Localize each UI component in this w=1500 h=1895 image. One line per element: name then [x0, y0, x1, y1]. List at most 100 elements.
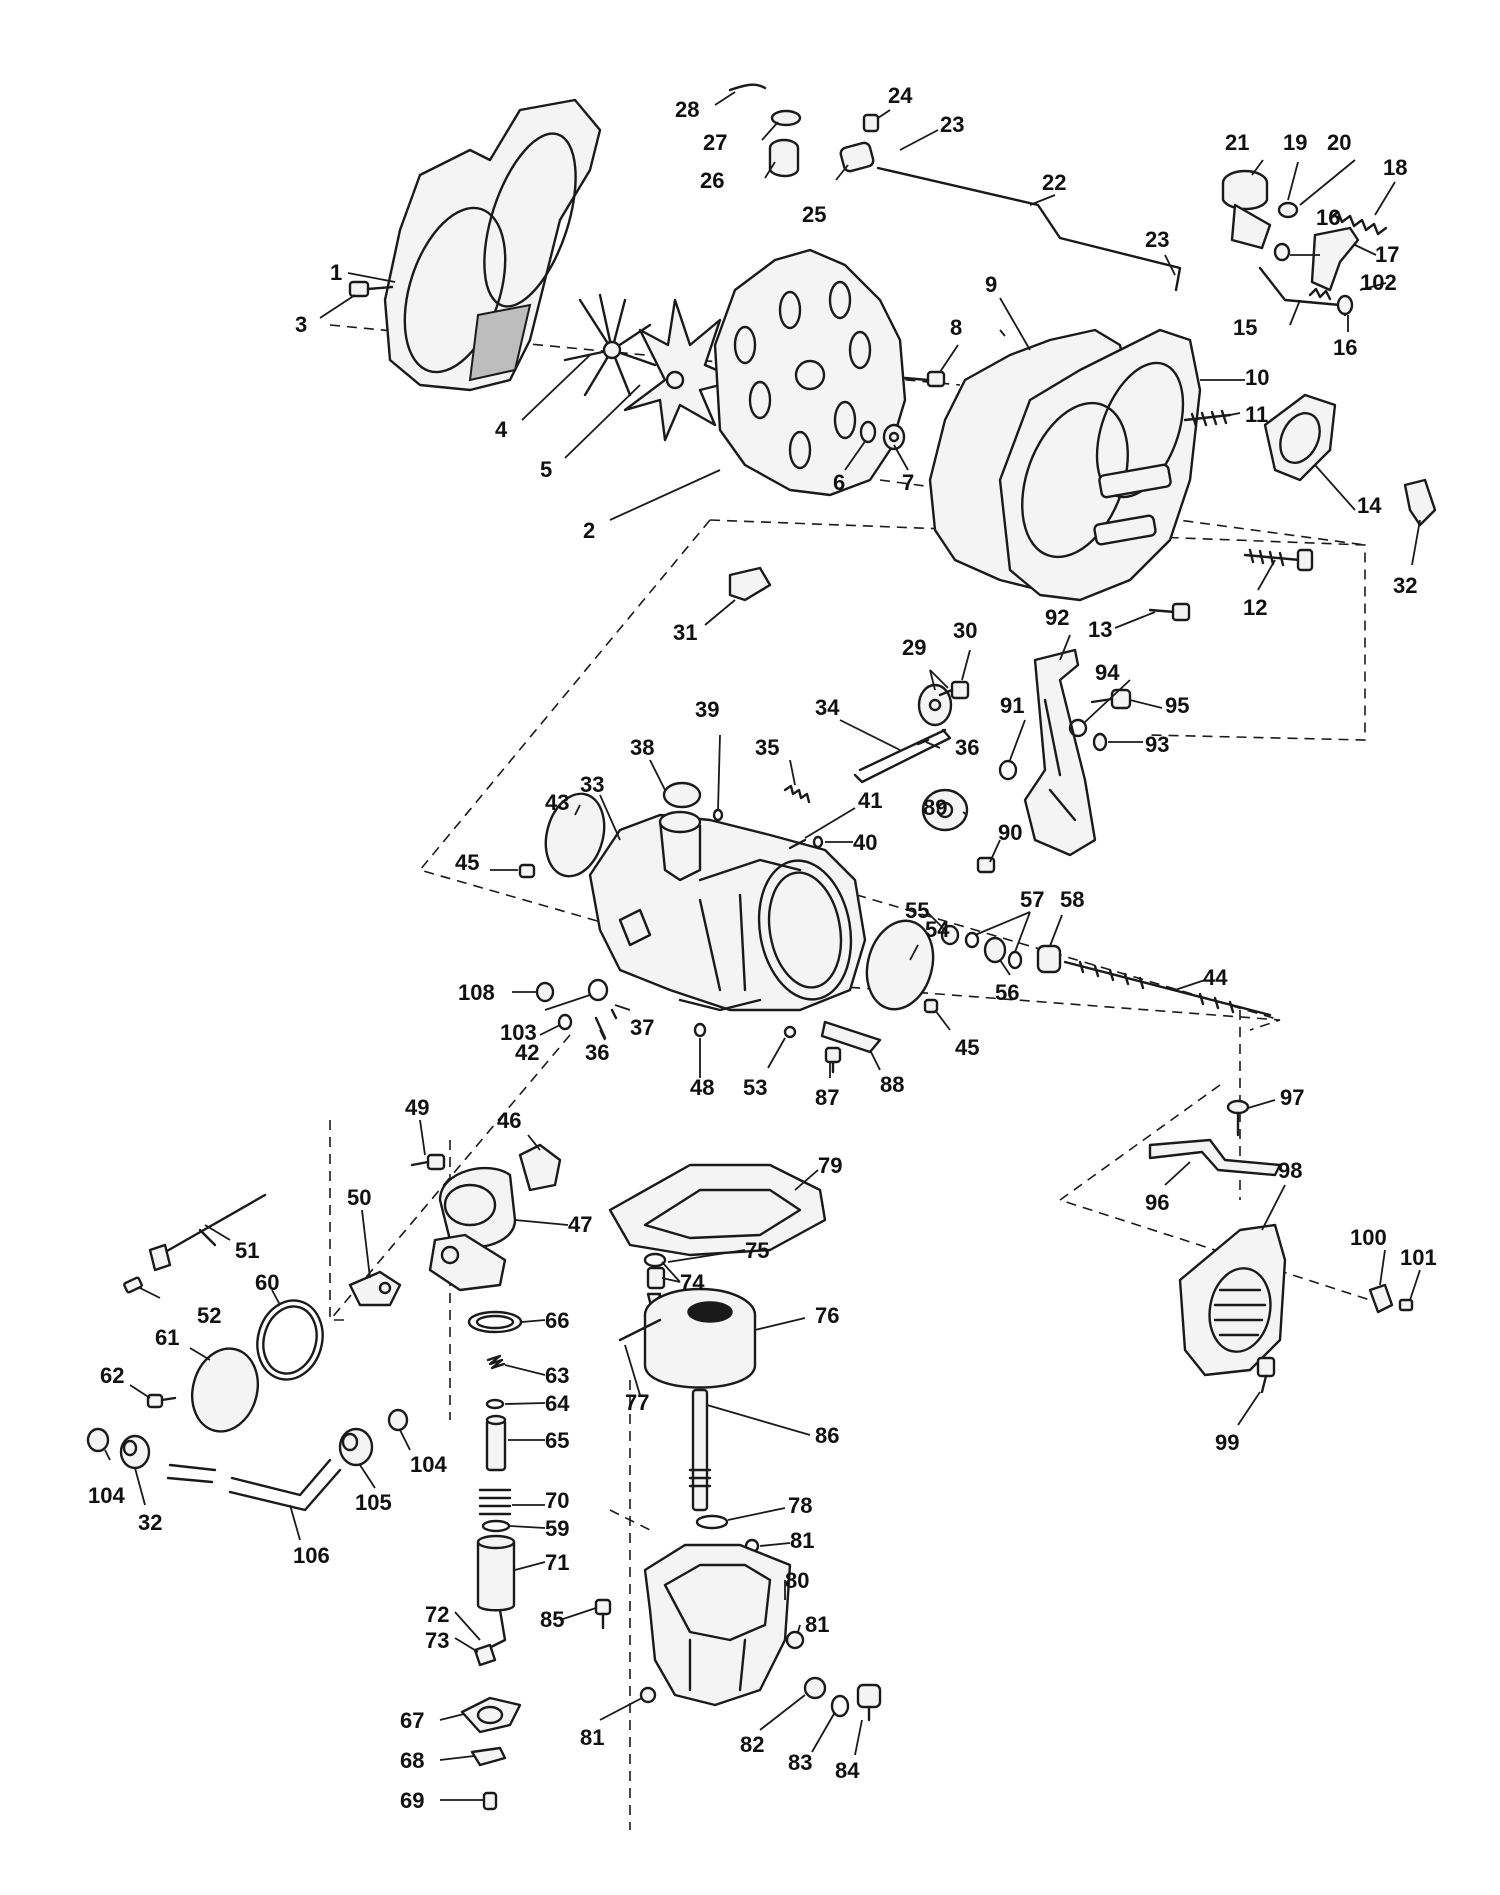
nut-108 — [535, 981, 555, 1003]
callout-94: 94 — [1095, 660, 1120, 685]
callout-17: 17 — [1375, 242, 1399, 267]
diaphragm-54 — [865, 919, 935, 1011]
callout-65: 65 — [545, 1428, 569, 1453]
callout-95: 95 — [1165, 693, 1189, 718]
seat-74 — [646, 1266, 666, 1290]
callout-96: 96 — [1145, 1190, 1169, 1215]
connector-25 — [839, 141, 875, 173]
pin-37 — [610, 1008, 618, 1020]
spring-70 — [478, 1488, 512, 1516]
screw-30 — [938, 680, 970, 700]
callout-45b: 45 — [955, 1035, 979, 1060]
washer-83 — [830, 1694, 850, 1718]
plug-40 — [812, 835, 824, 849]
nut-93 — [1092, 732, 1108, 752]
plug-84 — [856, 1683, 882, 1722]
shaft-51 — [148, 1193, 267, 1272]
callout-23a: 23 — [940, 112, 964, 137]
nut-7 — [882, 423, 906, 451]
washer-57a — [964, 931, 980, 949]
callout-6: 6 — [833, 470, 845, 495]
cap-61 — [191, 1347, 259, 1433]
gasket-1 — [383, 98, 602, 392]
callout-13: 13 — [1088, 617, 1112, 642]
washer-57b — [1007, 950, 1023, 970]
callout-5: 5 — [540, 457, 552, 482]
callout-14: 14 — [1357, 493, 1382, 518]
lever-17 — [1310, 226, 1360, 292]
clip-100 — [1368, 1283, 1394, 1314]
ring-60 — [256, 1299, 324, 1381]
callout-81c: 81 — [580, 1725, 604, 1750]
callout-87: 87 — [815, 1085, 839, 1110]
stud-11 — [1183, 409, 1232, 428]
callout-16b: 16 — [1333, 335, 1357, 360]
callout-104a: 104 — [88, 1483, 125, 1508]
callout-38: 38 — [630, 735, 654, 760]
callout-40: 40 — [853, 830, 877, 855]
callout-18: 18 — [1383, 155, 1407, 180]
callout-57: 57 — [1020, 887, 1044, 912]
callout-89: 89 — [923, 795, 947, 820]
leader-lines — [104, 91, 1421, 1801]
callout-108: 108 — [458, 980, 495, 1005]
callout-74: 74 — [680, 1270, 705, 1295]
gasket-79 — [608, 1163, 827, 1257]
callout-69: 69 — [400, 1788, 424, 1813]
bracket-50 — [348, 1270, 402, 1307]
callout-16a: 16 — [1316, 205, 1340, 230]
knob-21 — [1221, 169, 1272, 250]
ball-55 — [940, 924, 960, 946]
callout-55: 55 — [905, 898, 929, 923]
callout-86: 86 — [815, 1423, 839, 1448]
callout-44: 44 — [1203, 965, 1228, 990]
screw-87 — [824, 1046, 842, 1074]
callout-85: 85 — [540, 1607, 564, 1632]
callout-101: 101 — [1400, 1245, 1437, 1270]
key-52 — [123, 1276, 143, 1294]
callout-71: 71 — [545, 1550, 569, 1575]
callout-62: 62 — [100, 1363, 124, 1388]
callout-68: 68 — [400, 1748, 424, 1773]
callout-61: 61 — [155, 1325, 179, 1350]
callout-37: 37 — [630, 1015, 654, 1040]
cover-38 — [662, 781, 702, 809]
callout-49: 49 — [405, 1095, 429, 1120]
callout-29: 29 — [902, 635, 926, 660]
washer-75 — [643, 1252, 667, 1268]
reed-petal-4 — [563, 293, 657, 397]
clip-32-top — [1403, 478, 1437, 527]
solenoid-71 — [476, 1534, 516, 1652]
callout-83: 83 — [788, 1750, 812, 1775]
washer-78 — [695, 1514, 729, 1530]
callout-56: 56 — [995, 980, 1019, 1005]
needle-44 — [1063, 960, 1272, 1017]
screw-3 — [348, 280, 394, 298]
callout-81a: 81 — [790, 1528, 814, 1553]
washer-94 — [1068, 718, 1088, 738]
throttle-lever-92 — [1023, 648, 1097, 857]
callout-7: 7 — [902, 470, 914, 495]
callout-51: 51 — [235, 1238, 259, 1263]
callout-36b: 36 — [585, 1040, 609, 1065]
callout-12: 12 — [1243, 595, 1267, 620]
fitting-105 — [338, 1427, 374, 1467]
callout-60: 60 — [255, 1270, 279, 1295]
float-pin-77 — [618, 1318, 662, 1342]
plug-104-left — [86, 1427, 110, 1453]
plunger-65 — [485, 1414, 507, 1472]
cam-89 — [921, 788, 969, 832]
callout-8: 8 — [950, 315, 962, 340]
callout-92: 92 — [1045, 605, 1069, 630]
callout-79: 79 — [818, 1153, 842, 1178]
spring-18 — [1328, 210, 1388, 236]
callout-102: 102 — [1360, 270, 1397, 295]
knob-26 — [768, 138, 800, 178]
plug-48 — [693, 1022, 707, 1038]
callout-4: 4 — [495, 417, 508, 442]
callout-34: 34 — [815, 695, 840, 720]
carburetor-body-33 — [588, 810, 867, 1012]
callout-105: 105 — [355, 1490, 392, 1515]
callout-27: 27 — [703, 130, 727, 155]
callout-97: 97 — [1280, 1085, 1304, 1110]
